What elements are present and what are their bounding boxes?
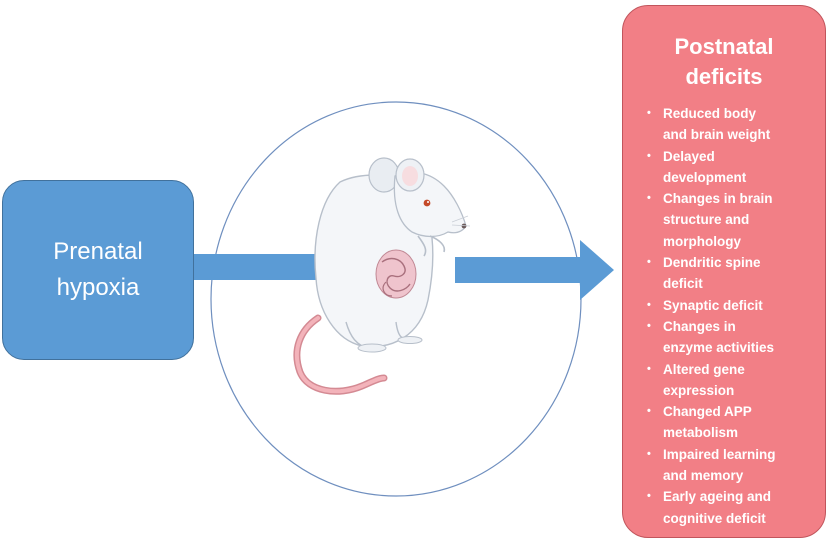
prenatal-hypoxia-box: Prenatal hypoxia bbox=[2, 180, 194, 360]
postnatal-title-line2: deficits bbox=[685, 64, 763, 89]
deficit-item-line: Changed APP bbox=[663, 404, 752, 420]
deficit-item: • Early ageing and cognitive deficit bbox=[645, 486, 823, 529]
deficit-item-line: enzyme activities bbox=[663, 340, 775, 356]
prenatal-label-line2: hypoxia bbox=[56, 274, 140, 301]
bullet-icon: • bbox=[647, 107, 651, 119]
bullet-icon: • bbox=[647, 405, 651, 418]
deficit-list: • Reduced body and brain weight • Delayed dev… bbox=[645, 103, 823, 529]
deficit-item-line: expression bbox=[663, 382, 735, 398]
bullet-icon: • bbox=[647, 319, 651, 332]
deficit-item-line: Altered gene bbox=[663, 361, 745, 377]
deficit-item-line: Reduced body bbox=[663, 106, 757, 121]
postnatal-deficits-box: Postnatal deficits • Reduced body and brai… bbox=[622, 5, 826, 538]
postnatal-title: Postnatal deficits bbox=[623, 32, 825, 92]
deficit-item-line: metabolism bbox=[663, 425, 739, 441]
bullet-icon: • bbox=[647, 447, 651, 460]
deficit-item: • Changes in brain structure and morphology bbox=[645, 188, 823, 252]
deficit-item: • Changes in enzyme activities bbox=[645, 316, 823, 359]
deficit-item: • Altered gene expression bbox=[645, 359, 823, 402]
deficit-item-line: structure and bbox=[663, 212, 750, 228]
bullet-icon: • bbox=[647, 298, 651, 311]
deficit-item: • Changed APP metabolism bbox=[645, 401, 823, 444]
deficit-item-line: Changes in brain bbox=[663, 191, 773, 207]
deficit-item-line: and brain weight bbox=[663, 127, 771, 143]
deficit-item-line: Changes in bbox=[663, 318, 736, 334]
deficit-item-line: deficit bbox=[663, 276, 703, 292]
deficit-item-line: Delayed bbox=[663, 148, 715, 164]
deficit-item-line: Early ageing and bbox=[663, 489, 772, 505]
arrow-right-icon bbox=[455, 240, 614, 300]
bullet-icon: • bbox=[647, 149, 651, 162]
deficit-item: • Synaptic deficit bbox=[645, 295, 823, 316]
prenatal-label-line1: Prenatal bbox=[53, 238, 143, 265]
deficit-item-line: Impaired learning bbox=[663, 446, 776, 462]
deficit-item: • Dendritic spine deficit bbox=[645, 252, 823, 295]
bullet-icon: • bbox=[647, 256, 651, 269]
bullet-icon: • bbox=[647, 192, 651, 205]
deficit-item-line: cognitive deficit bbox=[663, 510, 766, 526]
mouse-illustration bbox=[293, 157, 471, 395]
deficit-item: • Reduced body and brain weight bbox=[645, 103, 823, 146]
bullet-icon: • bbox=[647, 490, 651, 503]
bullet-icon: • bbox=[647, 362, 651, 375]
deficit-item-line: Synaptic deficit bbox=[663, 297, 763, 313]
arrow-right-icon bbox=[194, 240, 370, 294]
deficit-item-line: and memory bbox=[663, 468, 744, 484]
postnatal-title-line1: Postnatal bbox=[674, 34, 774, 59]
deficit-item: • Delayed development bbox=[645, 146, 823, 189]
deficit-item-line: morphology bbox=[663, 233, 741, 249]
deficit-item-line: Dendritic spine bbox=[663, 255, 761, 271]
deficit-item: • Impaired learning and memory bbox=[645, 444, 823, 487]
deficit-item-line: development bbox=[663, 169, 747, 185]
